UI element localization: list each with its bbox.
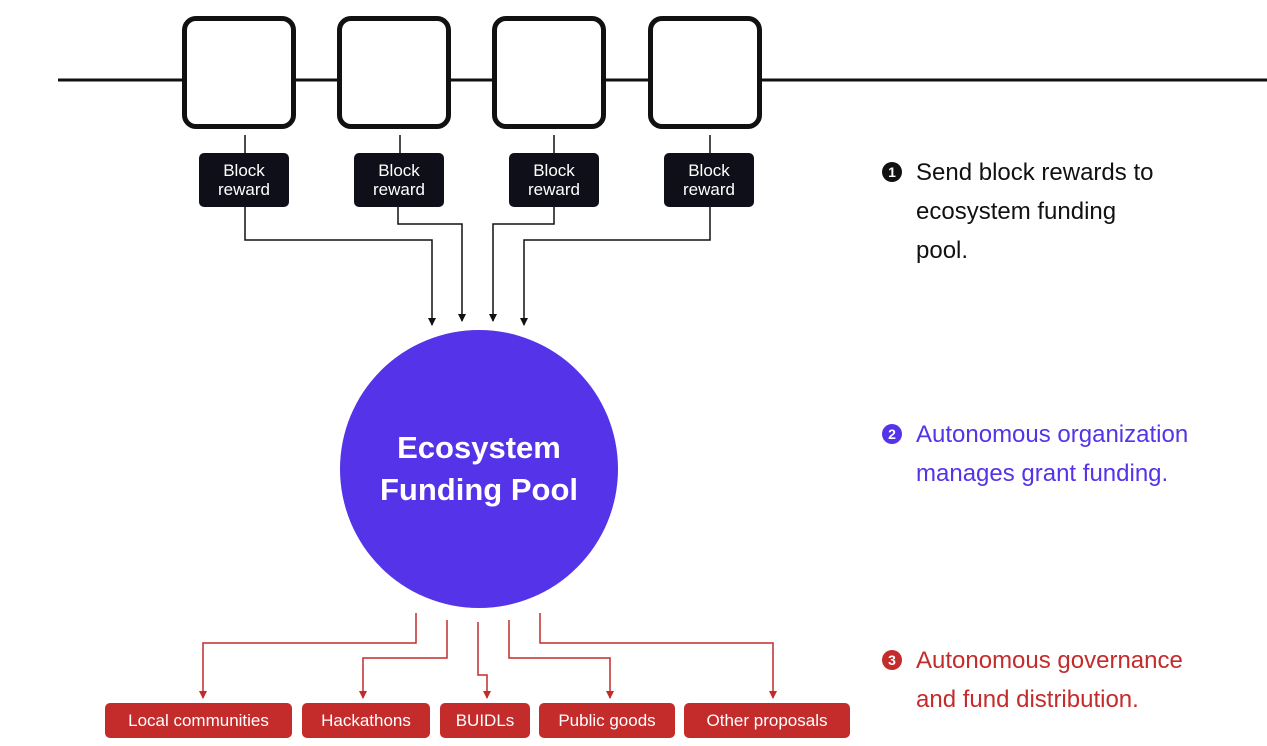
block bbox=[492, 16, 606, 129]
step-text: Send block rewards to ecosystem funding … bbox=[916, 159, 1154, 264]
block-reward-label: Block reward bbox=[509, 153, 599, 207]
step-number-badge: 1 bbox=[882, 162, 902, 182]
distribution-arrow bbox=[199, 613, 417, 699]
block-reward-label: Block reward bbox=[199, 153, 289, 207]
step-number-badge: 3 bbox=[882, 650, 902, 670]
destination-buidls: BUIDLs bbox=[440, 703, 530, 738]
step-1: 1 Send block rewards to ecosystem fundin… bbox=[882, 153, 1153, 270]
block-connectors bbox=[244, 135, 711, 155]
reward-flow-arrow bbox=[520, 207, 711, 326]
block bbox=[648, 16, 762, 129]
step-2: 2 Autonomous organization manages grant … bbox=[882, 415, 1188, 493]
reward-flow-arrow bbox=[244, 207, 436, 326]
destination-local-communities: Local communities bbox=[105, 703, 292, 738]
distribution-arrows bbox=[199, 613, 777, 699]
block bbox=[337, 16, 451, 129]
step-text: Autonomous organization manages grant fu… bbox=[916, 421, 1189, 487]
destination-other-proposals: Other proposals bbox=[684, 703, 850, 738]
step-text: Autonomous governance and fund distribut… bbox=[916, 647, 1183, 713]
block bbox=[182, 16, 296, 129]
distribution-arrow bbox=[477, 622, 491, 699]
step-number-badge: 2 bbox=[882, 424, 902, 444]
block-reward-label: Block reward bbox=[354, 153, 444, 207]
destination-public-goods: Public goods bbox=[539, 703, 675, 738]
destination-hackathons: Hackathons bbox=[302, 703, 430, 738]
distribution-arrow bbox=[539, 613, 777, 699]
pool-label: Ecosystem Funding Pool bbox=[379, 430, 578, 507]
reward-flow-arrow bbox=[489, 207, 555, 322]
reward-flow-arrow bbox=[397, 207, 466, 322]
block-reward-label: Block reward bbox=[664, 153, 754, 207]
ecosystem-funding-pool: Ecosystem Funding Pool bbox=[340, 330, 618, 608]
distribution-arrow bbox=[508, 620, 614, 699]
reward-flow-arrows bbox=[244, 207, 711, 326]
distribution-arrow bbox=[359, 620, 448, 699]
step-3: 3 Autonomous governance and fund distrib… bbox=[882, 641, 1183, 719]
